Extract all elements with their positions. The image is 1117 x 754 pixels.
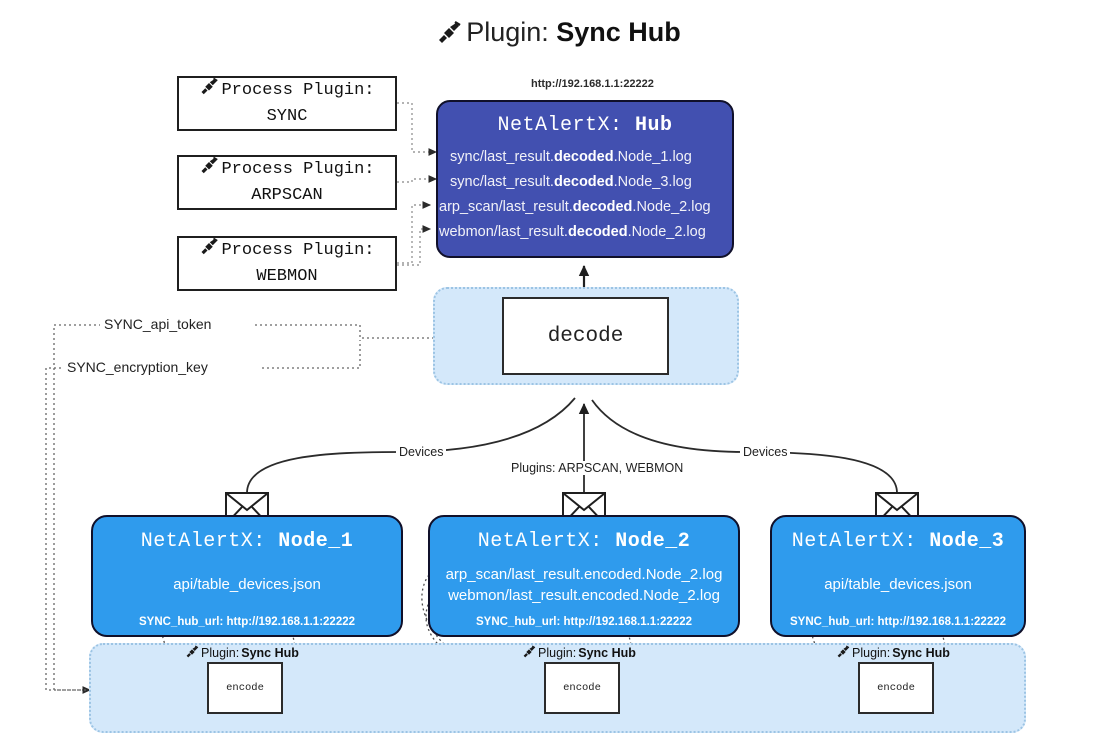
- config-var-encryption-key: SYNC_encryption_key: [63, 359, 212, 375]
- hub-app-label: NetAlertX:: [497, 114, 623, 137]
- plug-icon: [522, 645, 536, 661]
- page-title-name: Sync Hub: [556, 17, 681, 47]
- page-title: Plugin: Sync Hub: [0, 16, 1117, 51]
- edge-label-devices-left: Devices: [396, 445, 447, 459]
- encode-box-2[interactable]: encode: [544, 662, 620, 714]
- node-1[interactable]: NetAlertX: Node_1 api/table_devices.json…: [91, 515, 403, 637]
- decode-box[interactable]: decode: [502, 297, 669, 375]
- plug-icon: [436, 19, 462, 51]
- hub-log-line: webmon/last_result.decoded.Node_2.log: [439, 223, 706, 240]
- process-plugin-label: Process Plugin:: [221, 80, 375, 100]
- process-plugin-name: SYNC: [266, 107, 308, 126]
- hub-url-label: http://192.168.1.1:22222: [531, 78, 654, 90]
- process-plugin-sync[interactable]: Process Plugin: SYNC: [177, 76, 397, 131]
- config-var-api-token: SYNC_api_token: [100, 316, 216, 332]
- node-footer: SYNC_hub_url: http://192.168.1.1:22222: [138, 616, 356, 628]
- node-line: arp_scan/last_result.encoded.Node_2.log: [445, 565, 723, 583]
- encode-box-3[interactable]: encode: [858, 662, 934, 714]
- encoder-plugin-label-1: Plugin: Sync Hub: [185, 645, 299, 661]
- edge-label-plugins: Plugins: ARPSCAN, WEBMON: [508, 461, 687, 475]
- hub-heading: NetAlertX: Hub: [438, 114, 732, 137]
- process-plugin-arpscan[interactable]: Process Plugin: ARPSCAN: [177, 155, 397, 210]
- node-app-label: NetAlertX:: [140, 530, 266, 553]
- node-line: api/table_devices.json: [824, 576, 972, 593]
- plug-icon: [836, 645, 850, 661]
- hub-node[interactable]: NetAlertX: Hub sync/last_result.decoded.…: [436, 100, 734, 258]
- node-app-label: NetAlertX:: [477, 530, 603, 553]
- node-name: Node_3: [929, 530, 1005, 553]
- node-footer: SYNC_hub_url: http://192.168.1.1:22222: [789, 616, 1007, 628]
- page-title-label: Plugin:: [466, 17, 549, 47]
- plugin-name-text: Sync Hub: [892, 646, 950, 660]
- process-plugin-label: Process Plugin:: [221, 240, 375, 260]
- encoder-plugin-label-3: Plugin: Sync Hub: [836, 645, 950, 661]
- plug-icon: [185, 645, 199, 661]
- plug-icon: [199, 156, 219, 184]
- edge-label-devices-right: Devices: [740, 445, 791, 459]
- encoder-plugin-label-2: Plugin: Sync Hub: [522, 645, 636, 661]
- node-heading: NetAlertX: Node_3: [792, 530, 1005, 553]
- node-app-label: NetAlertX:: [791, 530, 917, 553]
- plug-icon: [199, 77, 219, 105]
- encode-box-1[interactable]: encode: [207, 662, 283, 714]
- plugin-label-text: Plugin:: [201, 646, 240, 660]
- hub-log-line: sync/last_result.decoded.Node_3.log: [450, 173, 692, 190]
- node-2[interactable]: NetAlertX: Node_2 arp_scan/last_result.e…: [428, 515, 740, 637]
- plug-icon: [199, 237, 219, 265]
- node-3[interactable]: NetAlertX: Node_3 api/table_devices.json…: [770, 515, 1026, 637]
- plugin-label-text: Plugin:: [852, 646, 891, 660]
- node-name: Node_2: [615, 530, 691, 553]
- hub-log-line: arp_scan/last_result.decoded.Node_2.log: [439, 198, 711, 215]
- process-plugin-name: ARPSCAN: [251, 186, 323, 205]
- process-plugin-name: WEBMON: [256, 267, 318, 286]
- plugin-label-text: Plugin:: [538, 646, 577, 660]
- node-line: webmon/last_result.encoded.Node_2.log: [448, 586, 720, 604]
- node-footer: SYNC_hub_url: http://192.168.1.1:22222: [475, 616, 693, 628]
- process-plugin-label: Process Plugin:: [221, 159, 375, 179]
- node-heading: NetAlertX: Node_2: [478, 530, 691, 553]
- hub-name: Hub: [635, 114, 673, 137]
- plugin-name-text: Sync Hub: [241, 646, 299, 660]
- process-plugin-webmon[interactable]: Process Plugin: WEBMON: [177, 236, 397, 291]
- node-line: api/table_devices.json: [173, 576, 321, 593]
- hub-log-line: sync/last_result.decoded.Node_1.log: [450, 149, 692, 165]
- plugin-name-text: Sync Hub: [578, 646, 636, 660]
- node-name: Node_1: [278, 530, 354, 553]
- node-heading: NetAlertX: Node_1: [141, 530, 354, 553]
